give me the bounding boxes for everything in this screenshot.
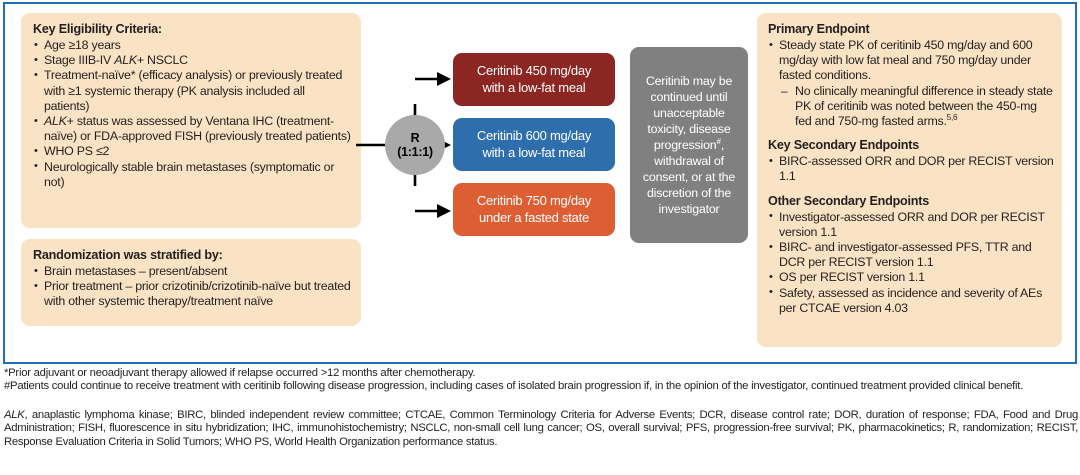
list-item: WHO PS ≤2 bbox=[33, 144, 351, 159]
endpoints-box: Primary Endpoint Steady state PK of ceri… bbox=[757, 13, 1062, 347]
diagram-frame: Key Eligibility Criteria: Age ≥18 years … bbox=[3, 2, 1077, 364]
list-item: Investigator-assessed ORR and DOR per RE… bbox=[768, 209, 1054, 240]
eligibility-list: Age ≥18 years Stage IIIB-IV ALK+ NSCLC T… bbox=[33, 37, 351, 190]
continuation-text: Ceritinib may be continued until unaccep… bbox=[642, 74, 736, 216]
abbreviations: ALK, anaplastic lymphoma kinase; BIRC, b… bbox=[4, 409, 1078, 449]
list-item: Safety, assessed as incidence and severi… bbox=[768, 285, 1054, 316]
primary-endpoint-bullet: Steady state PK of ceritinib 450 mg/day … bbox=[779, 38, 1033, 83]
primary-endpoint-list: Steady state PK of ceritinib 450 mg/day … bbox=[768, 37, 1054, 130]
arm-600-line1: Ceritinib 600 mg/day bbox=[476, 128, 592, 143]
primary-endpoint-sublist: No clinically meaningful difference in s… bbox=[779, 84, 1054, 130]
primary-endpoint-title: Primary Endpoint bbox=[768, 22, 870, 36]
abbrev-lead: ALK bbox=[4, 409, 25, 421]
randomization-title: Randomization was stratified by: bbox=[33, 248, 223, 262]
randomization-node-label: R bbox=[410, 130, 420, 145]
other-secondary-endpoints-title: Other Secondary Endpoints bbox=[768, 193, 930, 208]
footnote-star: *Prior adjuvant or neoadjuvant therapy a… bbox=[4, 367, 476, 379]
treatment-arm-450: Ceritinib 450 mg/day with a low-fat meal bbox=[453, 53, 615, 106]
list-item: BIRC- and investigator-assessed PFS, TTR… bbox=[768, 240, 1054, 270]
list-item: OS per RECIST version 1.1 bbox=[768, 270, 1054, 285]
randomization-node: R (1:1:1) bbox=[385, 115, 445, 175]
list-item: Treatment-naïve* (efficacy analysis) or … bbox=[33, 68, 351, 114]
treatment-arm-600: Ceritinib 600 mg/day with a low-fat meal bbox=[453, 118, 615, 171]
key-eligibility-criteria-box: Key Eligibility Criteria: Age ≥18 years … bbox=[21, 13, 361, 228]
primary-endpoint-sub: No clinically meaningful difference in s… bbox=[795, 83, 1053, 129]
footnotes: *Prior adjuvant or neoadjuvant therapy a… bbox=[4, 367, 1078, 394]
key-secondary-endpoints-list: BIRC-assessed ORR and DOR per RECIST ver… bbox=[768, 154, 1054, 184]
list-item: Stage IIIB-IV ALK+ NSCLC bbox=[33, 53, 351, 68]
list-item: BIRC-assessed ORR and DOR per RECIST ver… bbox=[768, 154, 1054, 184]
continuation-criteria-box: Ceritinib may be continued until unaccep… bbox=[630, 47, 748, 243]
abbrev-text: , anaplastic lymphoma kinase; BIRC, blin… bbox=[4, 409, 1078, 448]
list-item: Age ≥18 years bbox=[33, 37, 351, 53]
treatment-arm-750: Ceritinib 750 mg/day under a fasted stat… bbox=[453, 183, 615, 236]
key-secondary-endpoints-title: Key Secondary Endpoints bbox=[768, 138, 919, 153]
arm-450-line2: with a low-fat meal bbox=[482, 79, 586, 95]
list-item: ALK+ status was assessed by Ventana IHC … bbox=[33, 114, 351, 144]
other-secondary-endpoints-list: Investigator-assessed ORR and DOR per RE… bbox=[768, 209, 1054, 316]
arm-600-line2: with a low-fat meal bbox=[482, 144, 586, 160]
randomization-stratified-box: Randomization was stratified by: Brain m… bbox=[21, 239, 361, 326]
randomization-node-ratio: (1:1:1) bbox=[397, 145, 433, 159]
randomization-list: Brain metastases – present/absent Prior … bbox=[33, 263, 351, 310]
list-item: Brain metastases – present/absent bbox=[33, 263, 351, 279]
list-item: No clinically meaningful difference in s… bbox=[779, 84, 1054, 130]
list-item: Neurologically stable brain metastases (… bbox=[33, 159, 351, 190]
arm-750-line1: Ceritinib 750 mg/day bbox=[476, 193, 592, 208]
arm-750-line2: under a fasted state bbox=[479, 209, 589, 225]
list-item: Prior treatment – prior crizotinib/crizo… bbox=[33, 279, 351, 309]
arm-450-line1: Ceritinib 450 mg/day bbox=[476, 63, 592, 78]
footnote-hash: #Patients could continue to receive trea… bbox=[4, 380, 1024, 393]
eligibility-title: Key Eligibility Criteria: bbox=[33, 22, 162, 36]
primary-endpoint-refs: 5,6 bbox=[946, 112, 958, 122]
list-item: Steady state PK of ceritinib 450 mg/day … bbox=[768, 37, 1054, 130]
